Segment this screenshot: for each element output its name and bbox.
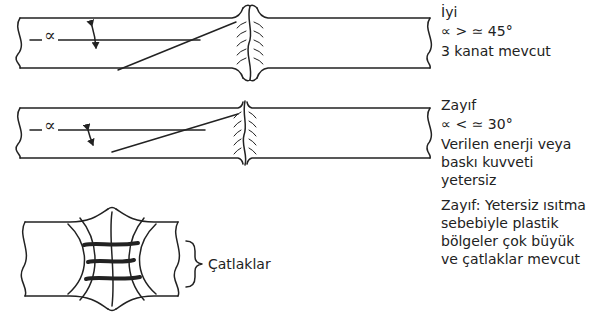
callout-label: Çatlaklar bbox=[208, 255, 271, 273]
cracked-weld-bar bbox=[21, 208, 202, 311]
note: Zayıf: Yetersiz ısıtma sebebiyle plastik… bbox=[441, 196, 591, 268]
angle-symbol: ∝ bbox=[42, 26, 58, 44]
angle-note: ∝ < ≃ 30° bbox=[441, 115, 591, 133]
angle-symbol: ∝ bbox=[42, 116, 58, 134]
good-weld-bar bbox=[16, 5, 431, 80]
weak-weld-bar bbox=[16, 101, 431, 165]
quality-heading: İyi bbox=[441, 3, 591, 21]
crack-mark bbox=[84, 243, 140, 279]
note: 3 kanat mevcut bbox=[441, 42, 591, 60]
note: Verilen enerji veya baskı kuvveti yeters… bbox=[441, 135, 591, 189]
quality-heading: Zayıf bbox=[441, 96, 591, 114]
angle-note: ∝ > ≃ 45° bbox=[441, 22, 591, 40]
